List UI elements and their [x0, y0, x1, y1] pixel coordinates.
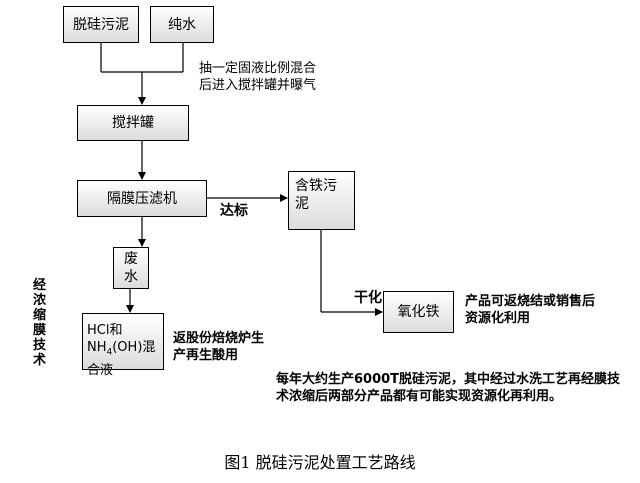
box-iron-oxide: 氧化铁	[383, 291, 454, 333]
box-iron-oxide-label: 氧化铁	[397, 304, 440, 320]
membrane-tech-label: 经浓缩膜技术	[33, 278, 47, 368]
box-pure-water-label: 纯水	[168, 16, 196, 33]
box-mixer-tank-label: 搅拌罐	[112, 115, 154, 131]
box-iron-sludge-label: 含铁污泥	[295, 178, 337, 212]
mixed-liquid-line2: (OH)混合液	[87, 340, 156, 378]
mixed-liquid-subscript: 4	[106, 347, 113, 358]
box-desilication-sludge-label: 脱硅污泥	[73, 16, 129, 33]
box-desilication-sludge: 脱硅污泥	[63, 6, 139, 43]
qualified-label: 达标	[220, 203, 248, 219]
box-waste-water-label: 废水	[124, 251, 138, 285]
box-pure-water: 纯水	[150, 6, 214, 43]
box-iron-sludge: 含铁污泥	[288, 171, 355, 230]
box-diaphragm-filter-press-label: 隔膜压滤机	[107, 190, 177, 207]
box-waste-water: 废水	[113, 247, 149, 289]
product-note: 产品可返烧结或销售后资源化利用	[465, 294, 596, 326]
box-mixed-liquid: HCl和NH4(OH)混合液	[82, 313, 164, 378]
annual-production-note: 每年大约生产6000T脱硅污泥，其中经过水洗工艺再经膜技术浓缩后两部分产品都有可…	[276, 372, 621, 404]
dry-label: 干化	[354, 290, 382, 306]
box-diaphragm-filter-press: 隔膜压滤机	[77, 180, 207, 217]
box-mixer-tank: 搅拌罐	[77, 105, 189, 141]
mixed-liquid-line1: HCl和NH	[87, 323, 123, 355]
mix-instruction-text: 抽一定固液比例混合后进入搅拌罐并曝气	[199, 61, 317, 93]
acid-return-label: 返股份焙烧炉生产再生酸用	[173, 331, 265, 363]
figure-caption: 图1 脱硅污泥处置工艺路线	[224, 453, 416, 472]
